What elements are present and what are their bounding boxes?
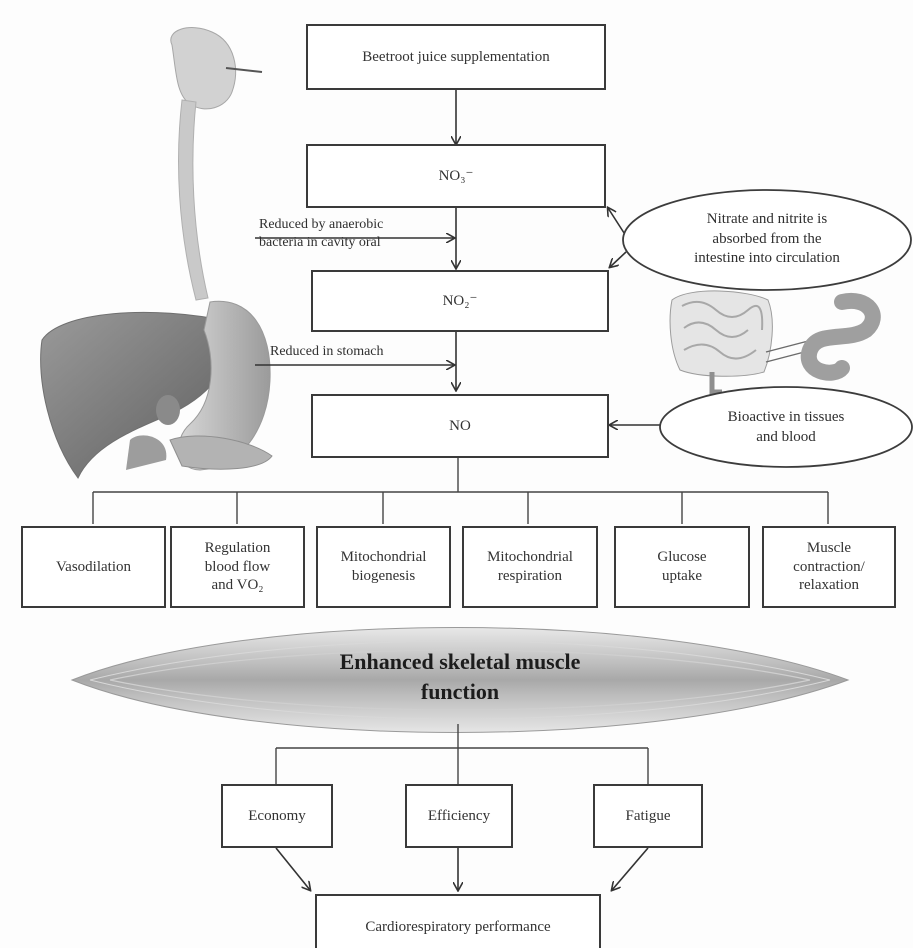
enhanced-muscle-function-title: Enhanced skeletal muscle function: [339, 649, 581, 704]
nitric-oxide-label: NO: [449, 417, 471, 434]
mitochondrial-respiration-box: Mitochondrial respiration: [462, 526, 598, 608]
pancreas-illustration: [169, 435, 273, 470]
economy-box: Economy: [221, 784, 333, 848]
fatigue-box: Fatigue: [593, 784, 703, 848]
efficiency-box: Efficiency: [405, 784, 513, 848]
muscle-contraction-box: Muscle contraction/ relaxation: [762, 526, 896, 608]
gallbladder-illustration: [156, 395, 180, 425]
nitrite-box: NO₂⁻: [311, 270, 609, 332]
mitochondrial-respiration-label: Mitochondrial respiration: [487, 549, 573, 584]
nitrate-label: NO₃⁻: [438, 167, 474, 184]
vasodilation-box: Vasodilation: [21, 526, 166, 608]
nitrate-box: NO₃⁻: [306, 144, 606, 208]
regulation-label: Regulation blood flow and VO₂: [204, 539, 271, 594]
stomach-reduction-label: Reduced in stomach: [270, 344, 384, 359]
muscle-illustration: [70, 627, 850, 733]
absorption-ellipse: [622, 189, 912, 291]
vasodilation-label: Vasodilation: [56, 558, 131, 575]
nitrite-label: NO₂⁻: [442, 292, 478, 309]
nitric-oxide-box: NO: [311, 394, 609, 458]
cardiorespiratory-performance-box: Cardiorespiratory performance: [315, 894, 601, 948]
mitochondrial-biogenesis-box: Mitochondrial biogenesis: [316, 526, 451, 608]
intestine-illustration: [669, 290, 881, 395]
efficiency-label: Efficiency: [427, 807, 491, 824]
absorption-text: Nitrate and nitrite is absorbed from the…: [694, 211, 840, 266]
glucose-uptake-label: Glucose uptake: [657, 549, 707, 584]
stomach-illustration: [178, 300, 271, 471]
beetroot-juice-box: Beetroot juice supplementation: [306, 24, 606, 90]
mitochondrial-biogenesis-label: Mitochondrial biogenesis: [340, 549, 427, 584]
glucose-uptake-box: Glucose uptake: [614, 526, 750, 608]
fatigue-label: Fatigue: [625, 807, 671, 824]
muscle-contraction-label: Muscle contraction/ relaxation: [793, 539, 865, 594]
oral-reduction-label: Reduced by anaerobic bacteria in cavity …: [259, 217, 384, 250]
cardiorespiratory-performance-label: Cardiorespiratory performance: [365, 919, 551, 935]
regulation-box: Regulation blood flow and VO₂: [170, 526, 305, 608]
bioactive-ellipse: [659, 386, 913, 468]
duodenum-illustration: [126, 435, 167, 470]
tongue-line: [225, 67, 263, 73]
economy-label: Economy: [248, 807, 306, 824]
esophagus-illustration: [178, 99, 209, 301]
bioactive-text: Bioactive in tissues and blood: [727, 409, 845, 445]
digestive-system-illustration: [40, 27, 273, 479]
beetroot-juice-label: Beetroot juice supplementation: [362, 48, 550, 65]
head-illustration: [170, 27, 236, 110]
